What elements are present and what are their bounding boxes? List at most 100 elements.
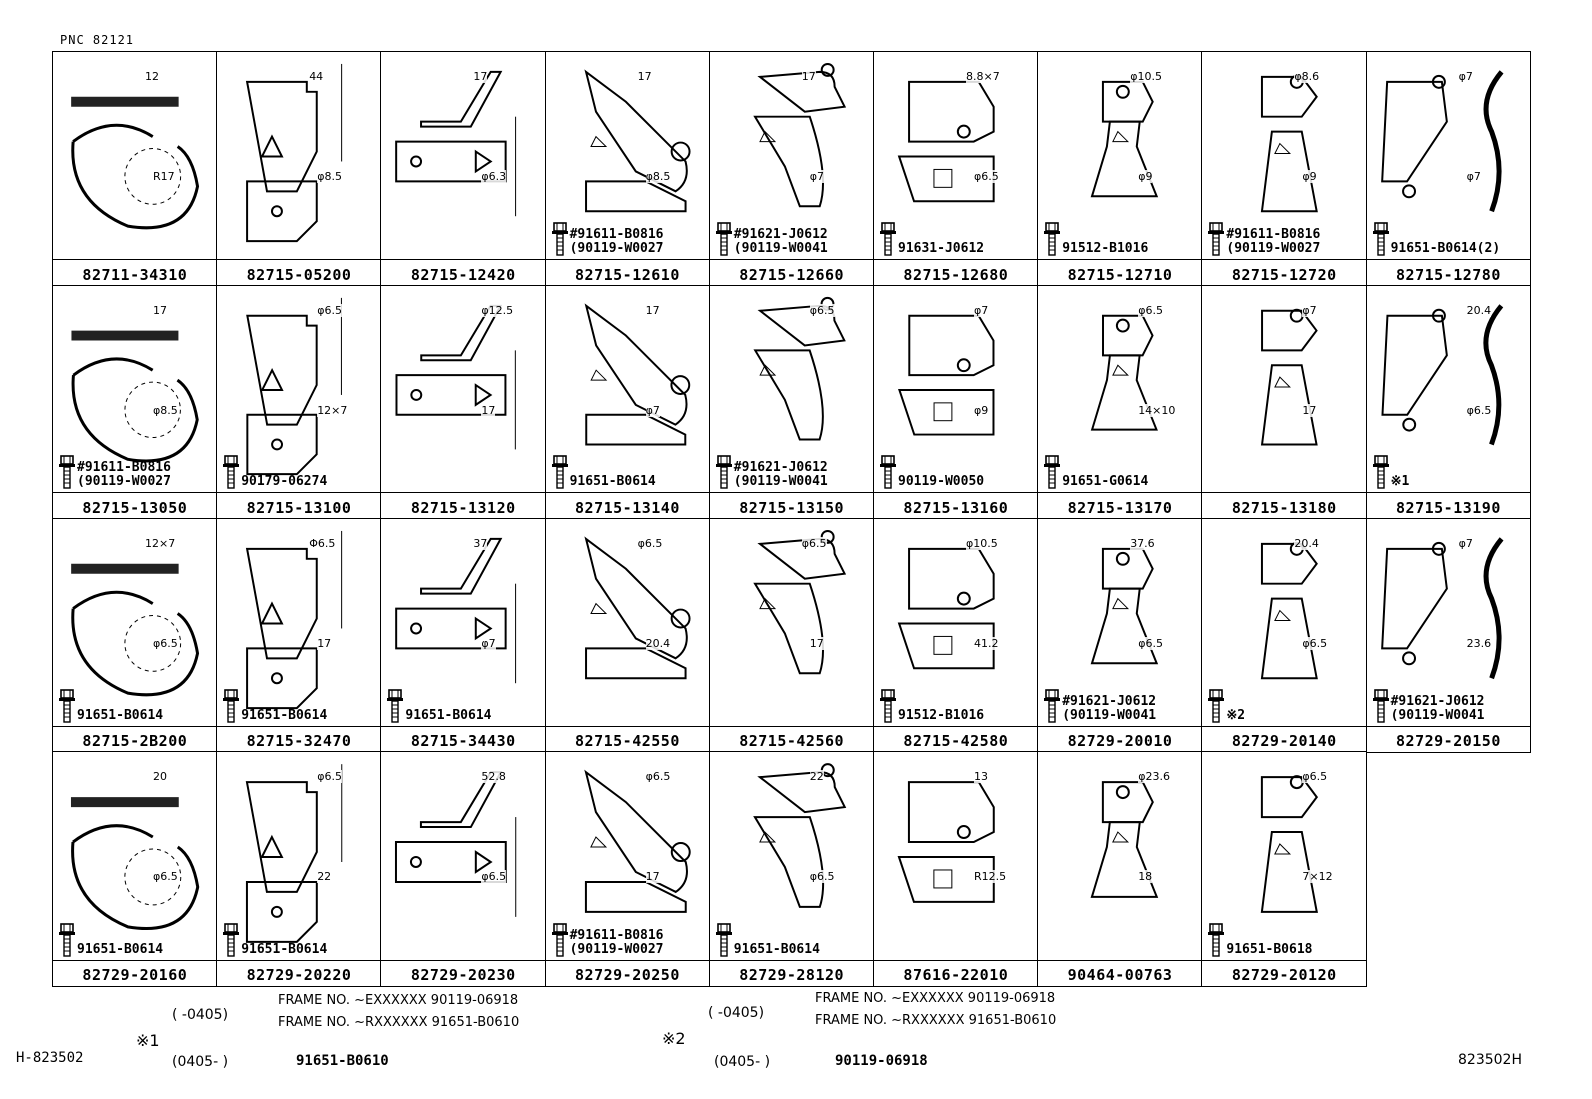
part-number: 82715-34430: [410, 731, 516, 750]
bolt-icon: [551, 923, 568, 957]
dimension-label: 12: [145, 70, 159, 83]
dimension-label: φ6.5: [645, 770, 671, 783]
bracket-drawing: [245, 764, 343, 943]
dimension-label: 44: [309, 70, 324, 83]
hardware-part-number: 91651-B0614: [77, 942, 164, 957]
bolt-icon: [1372, 455, 1389, 489]
dimension-label: φ6.5: [317, 304, 342, 317]
part-illustration: 37 φ7 91651-B0614: [381, 519, 546, 727]
hardware-callout: #91621-J0612(90119-W0041: [715, 222, 828, 256]
part-number: 82715-13120: [410, 498, 516, 517]
dimension-label: φ6.5: [481, 870, 507, 883]
hardware-part-number: 91651-B0614: [569, 474, 656, 489]
hardware-part-number: #91621-J0612: [1390, 694, 1485, 709]
bracket-drawing: [71, 96, 200, 230]
part-number: 82715-12780: [1396, 265, 1501, 284]
dimension-label: φ7: [481, 637, 496, 650]
part-number: 82715-12720: [1231, 265, 1337, 284]
hardware-part-number: #91621-J0612: [733, 227, 828, 242]
bolt-icon: [551, 222, 568, 256]
dimension-label: 20.4: [1466, 304, 1492, 317]
dimension-label: 12×7: [145, 537, 176, 550]
hardware-alt-part-number: (90119-W0027: [1226, 241, 1321, 256]
bracket-drawing: [395, 70, 517, 217]
dimension-label: 18: [1138, 870, 1153, 883]
hardware-callout: 91651-B0614: [223, 923, 327, 957]
dimension-label: φ6.5: [1138, 304, 1163, 317]
bolt-icon: [1044, 689, 1061, 723]
part-number: 82715-13170: [1067, 498, 1173, 517]
bolt-icon: [1372, 222, 1389, 256]
dimension-label: φ12.5: [481, 304, 514, 317]
bracket-drawing: [897, 781, 995, 903]
part-number: 82715-12680: [903, 265, 1009, 284]
part-number: 82715-32470: [246, 731, 352, 750]
hardware-callout: 91651-G0614: [1044, 455, 1148, 489]
hardware-part-number: 91651-B0614: [241, 708, 328, 723]
bolt-icon: [59, 923, 75, 957]
part-number: 82715-13190: [1396, 498, 1501, 517]
dimension-label: φ6.5: [974, 170, 999, 183]
dimension-label: 20.4: [645, 637, 671, 650]
bracket-drawing: [395, 537, 517, 684]
hardware-callout: #91621-J0612(90119-W0041: [715, 455, 828, 489]
dimension-label: φ6.3: [481, 170, 507, 183]
dimension-label: φ6.5: [1466, 404, 1492, 417]
dimension-label: φ6.5: [1302, 637, 1328, 650]
dimension-label: φ23.6: [1138, 770, 1170, 783]
bolt-icon: [1044, 222, 1061, 256]
part-number: 82711-34310: [82, 265, 188, 284]
bracket-drawing: [583, 536, 691, 680]
bracket-drawing: [71, 330, 199, 463]
dimension-label: 37: [473, 537, 488, 550]
bolt-icon: [715, 455, 732, 489]
bolt-icon: [223, 689, 240, 723]
dimension-label: Φ6.5: [309, 537, 336, 550]
dimension-label: φ7: [645, 404, 660, 417]
bolt-icon: [551, 455, 568, 489]
hardware-alt-part-number: (90119-W0027: [77, 474, 171, 489]
dimension-label: 52.8: [481, 770, 506, 783]
hardware-callout: #91611-B0816(90119-W0027: [551, 923, 664, 957]
dimension-label: φ7: [1466, 170, 1481, 183]
hardware-callout: #91611-B0816(90119-W0027: [59, 455, 171, 489]
hardware-part-number: 91512-B1016: [898, 708, 985, 723]
part-number: 87616-22010: [903, 965, 1009, 984]
dimension-label: 13: [974, 770, 988, 783]
dimension-label: φ6.5: [317, 770, 342, 783]
dimension-label: φ6.5: [1138, 637, 1163, 650]
dimension-label: φ9: [974, 404, 989, 417]
part-number: 82729-20250: [575, 965, 680, 984]
part-number: 82715-13140: [575, 498, 680, 517]
dimension-label: 22: [809, 770, 824, 783]
hardware-callout: 91631-J0612: [880, 222, 984, 256]
part-number: 82715-13100: [246, 498, 352, 517]
hardware-part-number: 90119-W0050: [898, 474, 985, 489]
dimension-label: 23.6: [1466, 637, 1492, 650]
part-illustration: φ6.5#91621-J0612(90119-W0041: [709, 286, 874, 493]
part-number: 82715-12660: [739, 265, 845, 284]
part-number: 82715-12610: [575, 265, 680, 284]
hardware-part-number: 91651-B0614: [405, 708, 492, 723]
part-illustration: φ23.6 18: [1038, 752, 1202, 961]
part-number: 82729-20160: [82, 965, 188, 984]
